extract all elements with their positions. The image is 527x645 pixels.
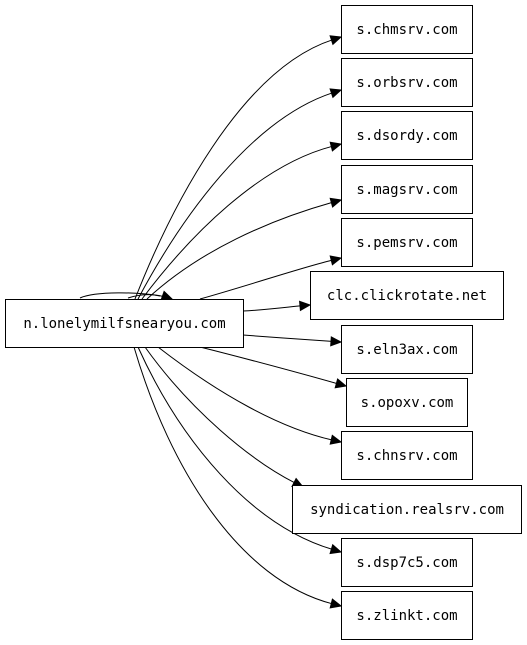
target-node: s.opoxv.com: [346, 378, 468, 427]
node-box: [341, 5, 473, 54]
node-label: syndication.realsrv.com: [310, 502, 504, 518]
edge-arrowhead: [299, 300, 312, 312]
target-node: clc.clickrotate.net: [310, 271, 504, 320]
edge-line: [141, 145, 333, 300]
edge-src-to-t5: [199, 255, 343, 300]
edge-arrowhead: [334, 378, 348, 389]
node-box: [341, 591, 473, 640]
edge-src-to-t3: [141, 141, 343, 300]
edge-src-to-t9: [157, 346, 343, 445]
edge-line: [137, 92, 333, 300]
node-box: [341, 325, 473, 374]
edge-arrowhead: [329, 598, 343, 609]
node-box: [341, 431, 473, 480]
edge-line: [134, 39, 333, 300]
node-label: s.orbsrv.com: [356, 75, 457, 91]
edge-arrowhead: [329, 434, 343, 445]
edge-src-to-t2: [137, 88, 343, 300]
edge-arrowhead: [329, 543, 343, 555]
target-node: s.orbsrv.com: [341, 58, 473, 107]
edge-line: [146, 201, 333, 300]
edge-src-to-t6: [242, 300, 312, 312]
node-label: s.opoxv.com: [361, 395, 454, 411]
edge-arrowhead: [329, 141, 343, 152]
edge-src-to-t1: [134, 35, 343, 300]
target-node: s.eln3ax.com: [341, 325, 473, 374]
node-label: clc.clickrotate.net: [327, 288, 487, 304]
edge-src-to-t4: [146, 197, 343, 300]
edge-line: [144, 346, 296, 484]
node-label: s.magsrv.com: [356, 182, 457, 198]
edge-src-to-t8: [199, 346, 348, 389]
node-label: s.dsordy.com: [356, 128, 457, 144]
node-label: s.dsp7c5.com: [356, 555, 457, 571]
node-box: [341, 218, 473, 267]
node-box: [341, 111, 473, 160]
nodes-layer: n.lonelymilfsnearyou.com s.chmsrv.com s.or…: [5, 5, 522, 640]
source-node: n.lonelymilfsnearyou.com: [5, 299, 244, 348]
node-label: n.lonelymilfsnearyou.com: [23, 316, 225, 332]
target-node: s.dsordy.com: [341, 111, 473, 160]
node-box: [5, 299, 244, 348]
edge-arrowhead: [329, 197, 343, 208]
edge-arrowhead: [329, 255, 343, 266]
node-label: s.chnsrv.com: [356, 448, 457, 464]
target-node: s.zlinkt.com: [341, 591, 473, 640]
target-node: s.chmsrv.com: [341, 5, 473, 54]
edge-line: [199, 259, 333, 300]
edge-arrowhead: [329, 88, 343, 99]
node-box: [292, 485, 522, 534]
target-node: s.magsrv.com: [341, 165, 473, 214]
target-node: s.pemsrv.com: [341, 218, 473, 267]
target-node: s.dsp7c5.com: [341, 538, 473, 587]
node-label: s.chmsrv.com: [356, 22, 457, 38]
edge-line: [242, 334, 333, 342]
edge-arrowhead: [330, 336, 343, 347]
edge-src-to-src: [79, 290, 174, 301]
node-box: [310, 271, 504, 320]
edges-layer: [79, 35, 348, 609]
node-box: [341, 165, 473, 214]
edge-src-to-t12: [133, 346, 343, 609]
edge-line: [137, 346, 333, 550]
node-box: [346, 378, 468, 427]
edge-line: [157, 346, 333, 441]
edge-src-to-t7: [242, 334, 343, 347]
edge-line: [199, 346, 338, 385]
edge-arrowhead: [329, 35, 343, 46]
node-label: s.pemsrv.com: [356, 235, 457, 251]
node-label: s.eln3ax.com: [356, 342, 457, 358]
self-loop-arrowhead: [160, 290, 174, 301]
edge-line: [242, 305, 302, 312]
edge-src-to-t11: [137, 346, 343, 555]
target-node: s.chnsrv.com: [341, 431, 473, 480]
node-box: [341, 58, 473, 107]
self-loop-line: [79, 292, 161, 299]
target-node: syndication.realsrv.com: [292, 485, 522, 534]
node-label: s.zlinkt.com: [356, 608, 457, 624]
node-box: [341, 538, 473, 587]
edge-line: [133, 346, 333, 605]
